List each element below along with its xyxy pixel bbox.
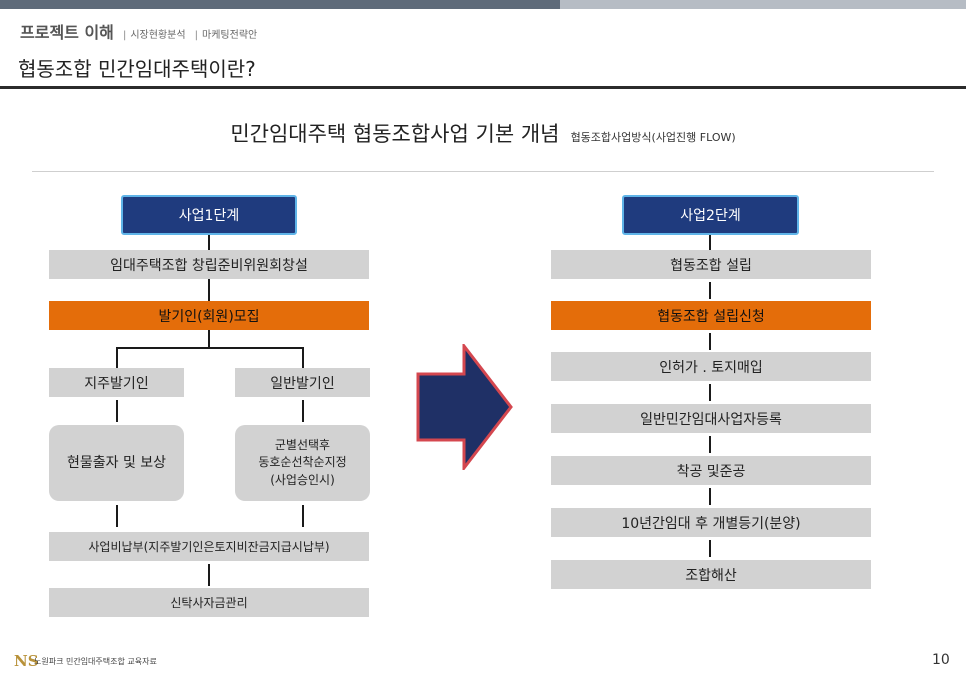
connector-line <box>709 384 711 401</box>
connector-line <box>208 330 210 349</box>
step-payment: 사업비납부(지주발기인은토지비잔금지급시납부) <box>49 532 369 561</box>
branch-landowner-title: 지주발기인 <box>49 368 184 397</box>
connector-line <box>709 488 711 505</box>
right-arrow-icon <box>416 344 513 470</box>
connector-line <box>208 279 210 301</box>
title-divider <box>0 86 966 89</box>
section-heading-sub: 협동조합사업방식(사업진행 FLOW) <box>570 131 736 144</box>
step-register-landlord: 일반민간임대사업자등록 <box>551 404 871 433</box>
step-trust-management: 신탁사자금관리 <box>49 588 369 617</box>
step-establish-coop: 협동조합 설립 <box>551 250 871 279</box>
branch-landowner-detail: 현물출자 및 보상 <box>49 425 184 501</box>
connector-line <box>302 400 304 422</box>
footer-text: 노원파크 민간임대주택조합 교육자료 <box>34 657 157 666</box>
breadcrumb: 프로젝트 이해 |시장현황분석 |마케팅전략안 <box>20 19 257 43</box>
connector-line <box>208 564 210 586</box>
branch-general-detail: 군별선택후 동호순선착순지정 (사업승인시) <box>235 425 370 501</box>
breadcrumb-separator: | <box>122 30 127 41</box>
connector-line <box>709 540 711 557</box>
page-title: 협동조합 민간임대주택이란? <box>18 57 256 81</box>
stage1-box: 사업1단계 <box>121 195 297 235</box>
connector-line <box>302 505 304 527</box>
connector-line <box>116 347 118 368</box>
connector-line <box>709 282 711 299</box>
branch-line <box>116 347 304 349</box>
connector-line <box>208 235 210 250</box>
step-recruit-promoters: 발기인(회원)모집 <box>49 301 369 330</box>
branch-general-title: 일반발기인 <box>235 368 370 397</box>
detail-line: (사업승인시) <box>270 472 335 487</box>
breadcrumb-sub1: 시장현황분석 <box>130 30 186 41</box>
connector-line <box>709 333 711 350</box>
step-construction: 착공 및준공 <box>551 456 871 485</box>
section-heading: 민간임대주택 협동조합사업 기본 개념 협동조합사업방식(사업진행 FLOW) <box>0 118 966 148</box>
connector-line <box>116 400 118 422</box>
connector-line <box>302 347 304 368</box>
page-number: 10 <box>932 652 950 668</box>
stage2-box: 사업2단계 <box>622 195 799 235</box>
connector-line <box>709 436 711 453</box>
step-permit-land: 인허가 . 토지매입 <box>551 352 871 381</box>
detail-line: 동호순선착순지정 <box>258 455 347 470</box>
section-heading-main: 민간임대주택 협동조합사업 기본 개념 <box>230 122 560 146</box>
breadcrumb-section: 프로젝트 이해 <box>20 23 114 42</box>
detail-line: 군별선택후 <box>274 437 331 452</box>
top-bar-accent <box>0 0 560 9</box>
breadcrumb-sub2: 마케팅전략안 <box>202 30 258 41</box>
company-logo: NS <box>14 652 39 670</box>
connector-line <box>709 235 711 250</box>
step-lease-registration: 10년간임대 후 개별등기(분양) <box>551 508 871 537</box>
step-dissolution: 조합해산 <box>551 560 871 589</box>
step-apply-establishment: 협동조합 설립신청 <box>551 301 871 330</box>
step-create-committee: 임대주택조합 창립준비위원회창설 <box>49 250 369 279</box>
section-divider <box>32 171 934 172</box>
connector-line <box>116 505 118 527</box>
breadcrumb-separator: | <box>194 30 199 41</box>
